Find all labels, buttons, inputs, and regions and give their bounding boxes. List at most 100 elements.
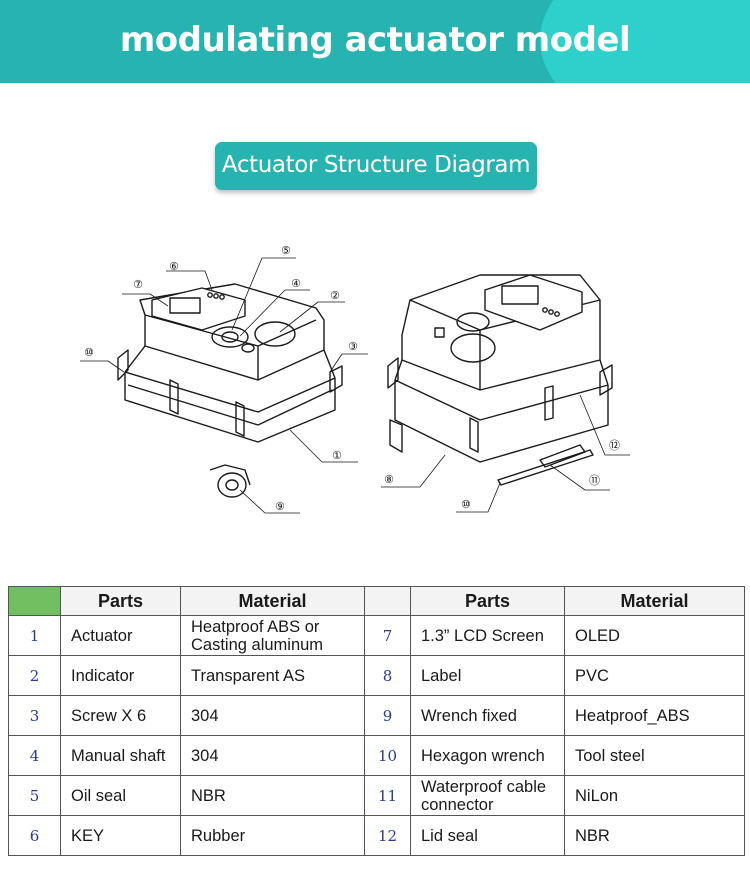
part-name: KEY — [60, 815, 181, 856]
part-name: 1.3” LCD Screen — [410, 615, 565, 656]
leader-5 — [231, 257, 296, 331]
part-number: 3 — [8, 695, 61, 736]
part-number: 1 — [8, 615, 61, 656]
leader-6 — [166, 270, 213, 291]
leader-3 — [329, 353, 368, 373]
lcd-screen — [169, 297, 201, 314]
cable-gland — [217, 472, 247, 498]
oil-seal — [241, 343, 255, 353]
banner-decoration — [540, 0, 750, 83]
left-flange — [117, 349, 129, 381]
key-button — [213, 293, 219, 299]
part-number: 2 — [8, 655, 61, 696]
leader-9 — [239, 489, 300, 514]
leader-10 — [456, 482, 501, 513]
leader-8 — [381, 454, 446, 488]
column-header: Material — [564, 586, 745, 616]
part-material: NBR — [180, 775, 365, 816]
part-number: 11 — [364, 775, 411, 816]
callout-label: ⑩ — [84, 346, 94, 359]
label-plate — [389, 419, 403, 453]
gland-body — [209, 464, 251, 486]
leader-4 — [239, 289, 310, 337]
callout-label: ⑪ — [589, 474, 600, 487]
table-header-row: Parts Material Parts Material — [8, 586, 745, 616]
manual-shaft-inner — [221, 331, 239, 343]
part-material: Heatproof_ABS — [564, 695, 745, 736]
table-row: 1 Actuator Heatproof ABS or Casting alum… — [8, 615, 745, 656]
right-flange — [329, 365, 343, 393]
manual-shaft — [211, 326, 249, 348]
header-corner — [8, 586, 61, 616]
part-name: Label — [410, 655, 565, 696]
indicator-dome — [450, 333, 496, 363]
callout-label: ① — [332, 449, 342, 462]
part-number: 10 — [364, 735, 411, 776]
body-side-edges — [394, 359, 609, 386]
part-material: Transparent AS — [180, 655, 365, 696]
callout-label: ⑤ — [281, 244, 291, 257]
page-title: modulating actuator model — [119, 20, 631, 60]
leader-7 — [122, 293, 169, 307]
column-header: Parts — [410, 586, 565, 616]
body-base — [394, 380, 609, 463]
part-name: Wrench fixed — [410, 695, 565, 736]
key-button — [554, 311, 560, 317]
part-material: 304 — [180, 695, 365, 736]
lcd-screen — [501, 285, 539, 305]
table-row: 4 Manual shaft 304 10 Hexagon wrench Too… — [8, 735, 745, 776]
part-number: 5 — [8, 775, 61, 816]
table-row: 2 Indicator Transparent AS 8 Label PVC — [8, 655, 745, 696]
part-number: 7 — [364, 615, 411, 656]
column-header: Parts — [60, 586, 181, 616]
part-number: 6 — [8, 815, 61, 856]
part-number: 8 — [364, 655, 411, 696]
body-ribs — [469, 385, 554, 453]
part-name: Hexagon wrench — [410, 735, 565, 776]
callout-label: ⑧ — [384, 473, 394, 486]
part-material: Heatproof ABS or Casting aluminum — [180, 615, 365, 656]
key-button — [548, 309, 554, 315]
actuator-left-view — [80, 257, 368, 514]
part-name: Actuator — [60, 615, 181, 656]
part-name: Lid seal — [410, 815, 565, 856]
part-name: Manual shaft — [60, 735, 181, 776]
part-number: 12 — [364, 815, 411, 856]
part-material: Rubber — [180, 815, 365, 856]
key-button — [219, 294, 225, 300]
part-material: OLED — [564, 615, 745, 656]
indicator-dome — [254, 321, 296, 347]
part-number: 9 — [364, 695, 411, 736]
callout-label: ⑩ — [461, 498, 471, 511]
part-material: NiLon — [564, 775, 745, 816]
part-material: 304 — [180, 735, 365, 776]
callout-label: ⑨ — [275, 500, 285, 513]
oil-seal — [434, 327, 445, 338]
diagram-subtitle: Actuator Structure Diagram — [215, 142, 537, 190]
callout-label: ② — [330, 289, 340, 302]
key-button — [542, 307, 548, 313]
table-row: 5 Oil seal NBR 11 Waterproof cable conne… — [8, 775, 745, 816]
body-side-edges — [124, 345, 336, 379]
actuator-right-view — [381, 274, 630, 513]
part-material: Tool steel — [564, 735, 745, 776]
callout-label: ③ — [348, 340, 358, 353]
body-rim — [394, 379, 609, 421]
key-button — [207, 292, 213, 298]
part-name: Screw X 6 — [60, 695, 181, 736]
cable-connector — [539, 444, 586, 468]
table-row: 3 Screw X 6 304 9 Wrench fixed Heatproof… — [8, 695, 745, 736]
callout-label: ⑦ — [133, 278, 143, 291]
part-number: 4 — [8, 735, 61, 776]
callout-label: ⑥ — [169, 260, 179, 273]
actuator-diagram: ⑦ ⑥ ⑤ ④ ② ③ ⑩ ① ⑨ ⑧ ⑩ ⑪ ⑫ — [80, 244, 630, 514]
leader-12 — [579, 394, 630, 456]
leader-10 — [80, 360, 125, 373]
callout-label: ④ — [291, 277, 301, 290]
manual-shaft — [456, 312, 490, 332]
callout-labels: ⑦ ⑥ ⑤ ④ ② ③ ⑩ ① ⑨ ⑧ ⑩ ⑪ ⑫ — [84, 244, 620, 513]
parts-material-table: Parts Material Parts Material 1 Actuator… — [8, 586, 745, 856]
title-banner: modulating actuator model — [0, 0, 750, 83]
callout-label: ⑫ — [609, 439, 620, 452]
body-rim-lower — [127, 384, 333, 426]
